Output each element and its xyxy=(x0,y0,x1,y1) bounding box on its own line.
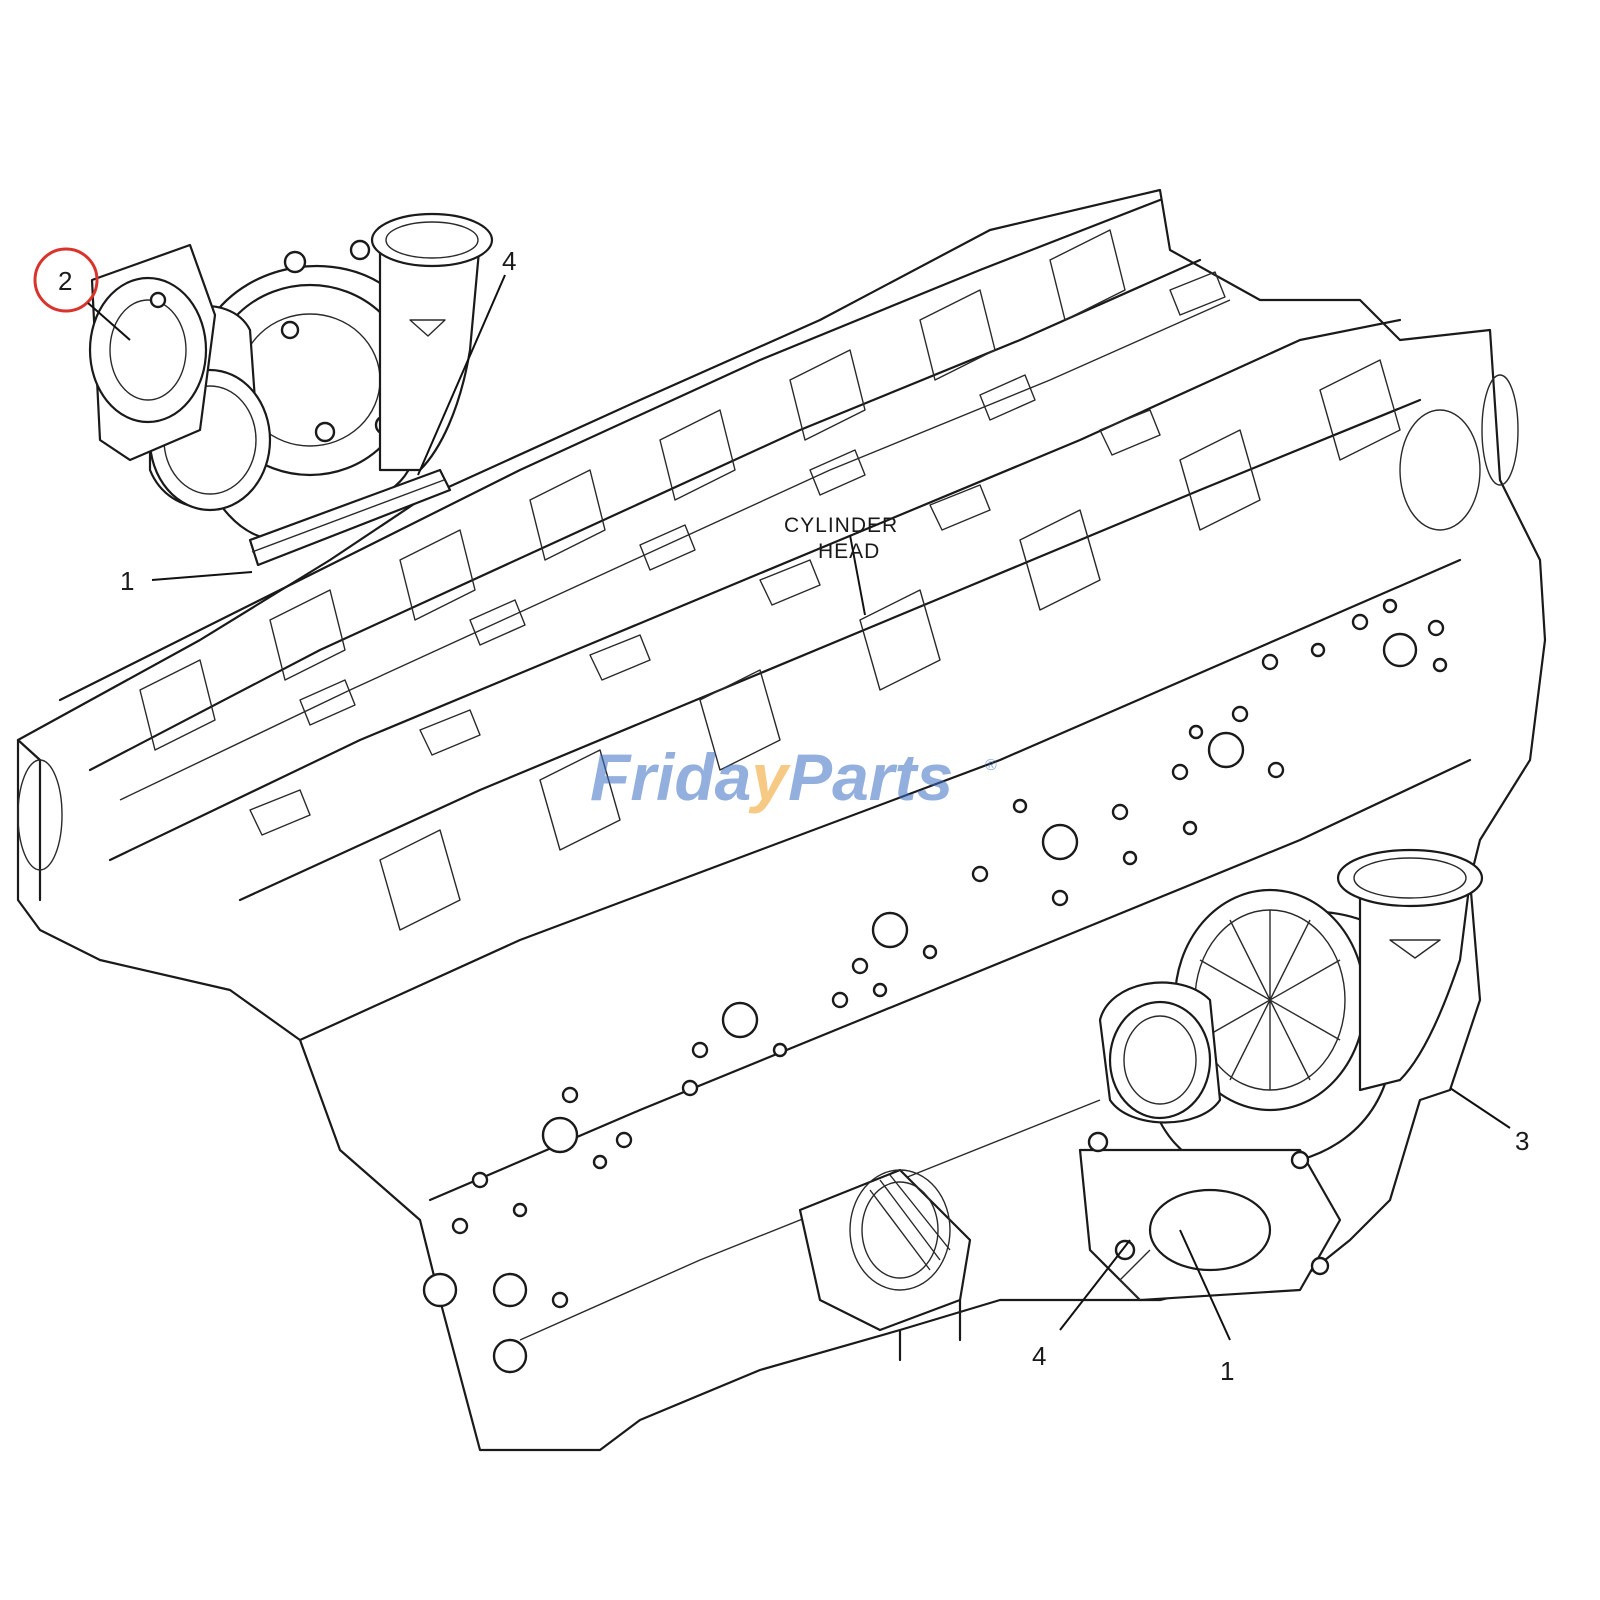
callout-labels: 2 4 1 3 4 1 xyxy=(58,246,1529,1386)
highlight-circle xyxy=(33,247,99,313)
callout-2-top-turbo-part: 2 xyxy=(58,266,72,296)
intake-ports xyxy=(249,271,1226,836)
engine-block xyxy=(16,188,1547,1452)
upper-turbocharger xyxy=(88,212,494,567)
svg-text:FridayParts: FridayParts xyxy=(590,740,953,814)
exhaust-bosses xyxy=(379,359,1401,931)
watermark-part3: Parts xyxy=(788,740,953,814)
cylinder-head-label: CYLINDER HEAD xyxy=(784,514,898,563)
callout-1-lower-flange: 1 xyxy=(1220,1356,1234,1386)
valve-cover-segments xyxy=(139,229,1126,751)
fridayparts-watermark: FridayParts ® xyxy=(590,740,997,814)
leader-lines xyxy=(87,274,1511,1341)
callout-4-lower-gasket: 4 xyxy=(1032,1341,1046,1371)
cylinder-head-label-line1: CYLINDER xyxy=(784,514,898,537)
lower-hose-clamp xyxy=(798,1168,972,1362)
watermark-part1: Frida xyxy=(590,740,751,814)
callout-1-top-flange: 1 xyxy=(120,566,134,596)
cylinder-head-label-line2: HEAD xyxy=(818,540,880,563)
deck-bolt-holes xyxy=(422,598,1448,1374)
watermark-registered-mark: ® xyxy=(985,757,997,774)
lower-turbocharger xyxy=(1078,848,1484,1302)
watermark-part2: y xyxy=(748,740,791,814)
callout-4-top-gasket: 4 xyxy=(502,246,516,276)
callout-3-lower-turbo: 3 xyxy=(1515,1126,1529,1156)
